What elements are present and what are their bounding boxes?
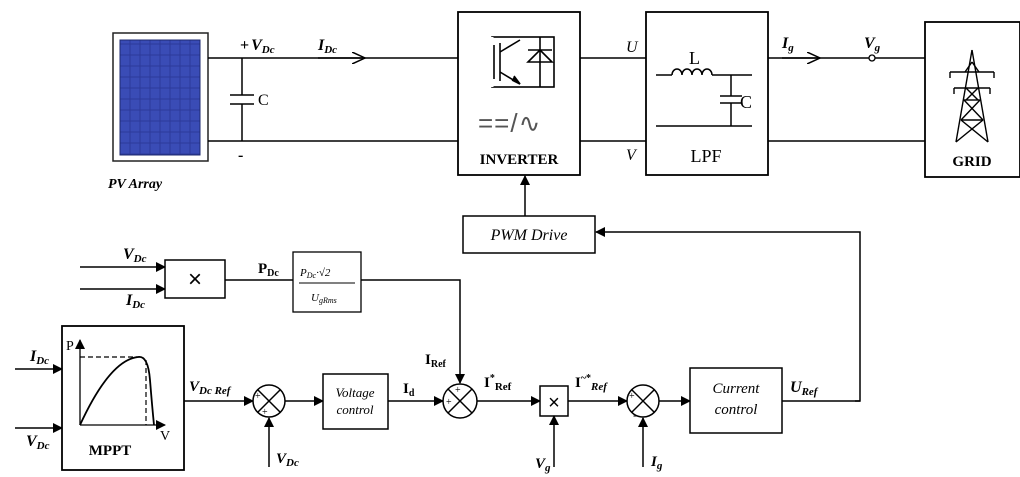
- pv-array-label: PV Array: [108, 177, 163, 192]
- mppt-idc-label: IDc: [29, 348, 49, 367]
- id-label: Id: [403, 381, 415, 399]
- sum2-plus-a: +: [455, 385, 461, 396]
- mult-vdc-label: VDc: [123, 246, 147, 265]
- vdcref-label: VDc Ref: [189, 379, 232, 397]
- cap-label: C: [258, 92, 269, 109]
- mult-idc-label: IDc: [125, 292, 145, 311]
- voltage-control-box: [322, 373, 389, 430]
- grid-label: GRID: [952, 154, 991, 170]
- mppt-p-axis: P: [66, 339, 74, 354]
- sum2-plus-b: +: [446, 397, 452, 408]
- dc-capacitor: [230, 58, 254, 141]
- igbt-diode-icon: [490, 36, 555, 88]
- iref-formula-box: [292, 251, 362, 313]
- voltage-control-line1: Voltage: [336, 385, 375, 400]
- mppt-label: MPPT: [89, 443, 132, 459]
- current-control-box: [689, 367, 783, 434]
- pv-array: [112, 32, 209, 162]
- idc-label: IDc: [317, 37, 337, 56]
- ig-label: Ig: [781, 35, 794, 54]
- inverter-box: [457, 11, 581, 176]
- istar-label: I*Ref: [484, 373, 512, 393]
- lpf-l-label: L: [689, 48, 700, 68]
- transmission-tower-icon: [949, 49, 995, 143]
- pdc-label: PDc: [258, 261, 279, 279]
- formula-denominator: UgRms: [311, 292, 337, 305]
- lc-filter-icon: [656, 68, 752, 127]
- sum3-plus: +: [629, 391, 635, 402]
- lpf-box: [645, 11, 769, 176]
- iref-label: IRef: [425, 352, 447, 370]
- inverter-label: INVERTER: [480, 152, 559, 168]
- pwm-drive-box: [462, 215, 596, 254]
- mppt-vdc-label: VDc: [26, 433, 50, 452]
- multiply-icon-2: ×: [548, 392, 560, 414]
- sum1-plus-a: +: [255, 391, 261, 402]
- vg-node: [868, 54, 876, 62]
- vdc-feedback-label: VDc: [276, 451, 299, 469]
- lpf-label: LPF: [690, 146, 721, 166]
- v-label: V: [626, 147, 638, 164]
- multiply-icon: ×: [188, 266, 202, 293]
- uref-label: URef: [790, 379, 819, 398]
- formula-numerator: PDc·√2: [299, 267, 331, 280]
- multiplier-power: [164, 259, 226, 299]
- vg-label: Vg: [864, 35, 881, 54]
- itilde-label: I~*Ref: [575, 373, 608, 393]
- voltage-control-line2: control: [336, 402, 373, 417]
- iref-line: [361, 279, 465, 384]
- dc-ac-symbol: ==/∿: [478, 108, 541, 138]
- pv-curve-icon: [75, 339, 166, 430]
- ig-feedback-label: Ig: [650, 454, 663, 472]
- sum3-minus: -: [633, 408, 637, 422]
- u-label: U: [626, 39, 639, 56]
- minus-label: -: [238, 147, 243, 164]
- mppt-box: [61, 325, 185, 471]
- vdc-label: +VDc: [240, 37, 275, 56]
- current-control-line1: Current: [713, 381, 761, 397]
- vg-input-label: Vg: [535, 456, 551, 474]
- current-control-line2: control: [715, 402, 758, 418]
- sum1-plus-b: +: [262, 407, 268, 418]
- mppt-v-axis: V: [160, 429, 170, 444]
- summing-junction-current-ref: [442, 383, 478, 419]
- lpf-c-label: C: [740, 92, 752, 112]
- pwm-drive-label: PWM Drive: [490, 227, 568, 244]
